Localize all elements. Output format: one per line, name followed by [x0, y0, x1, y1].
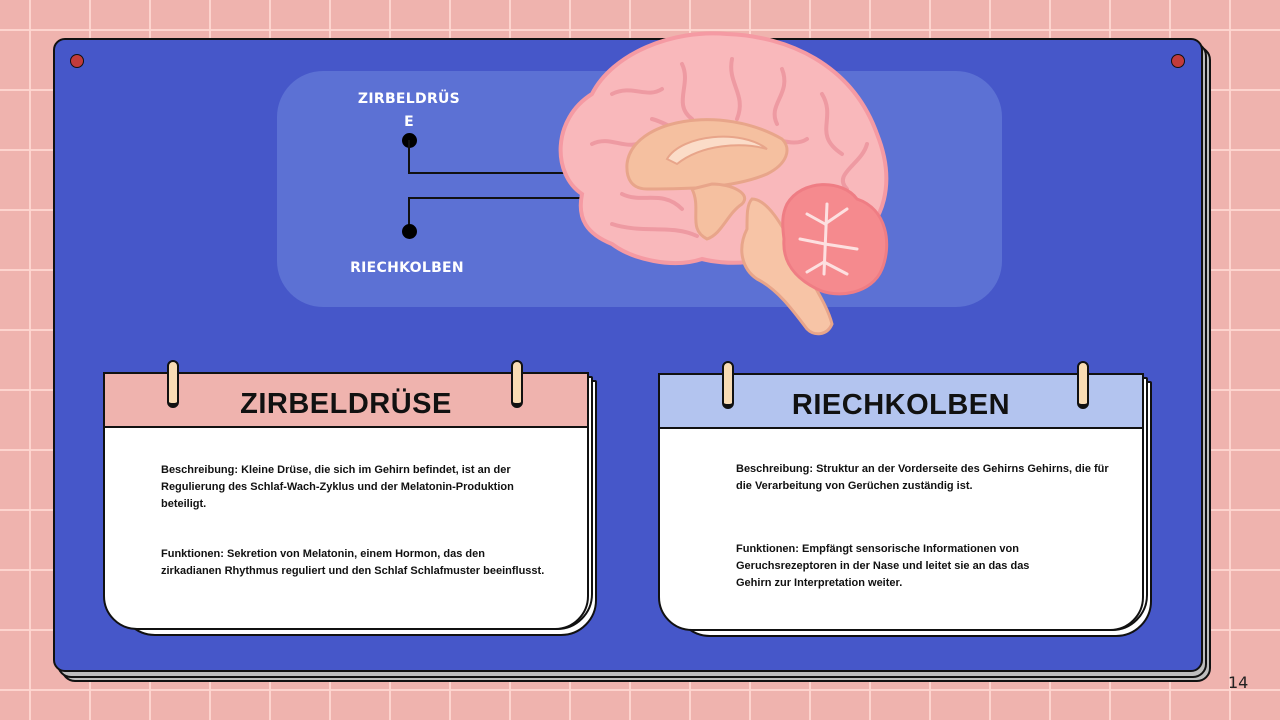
card-functions: Funktionen: Empfängt sensorische Informa…: [736, 543, 1030, 589]
brain-icon: [558, 31, 889, 336]
card-front: ZIRBELDRÜSE Beschreibung: Kleine Drüse, …: [103, 372, 589, 630]
label-dot: [402, 224, 417, 239]
leader-line: [408, 197, 580, 199]
leader-line: [408, 197, 410, 231]
card-title: RIECHKOLBEN: [660, 375, 1142, 429]
pin-icon: [70, 54, 84, 68]
card-olfactory-bulb: RIECHKOLBEN Beschreibung: Struktur an de…: [658, 373, 1152, 637]
binder-ring-icon: [722, 361, 734, 409]
card-description: Beschreibung: Struktur an der Vorderseit…: [736, 463, 1109, 492]
binder-ring-icon: [511, 360, 523, 408]
card-pineal-gland: ZIRBELDRÜSE Beschreibung: Kleine Drüse, …: [103, 372, 597, 636]
card-front: RIECHKOLBEN Beschreibung: Struktur an de…: [658, 373, 1144, 631]
brain-illustration: [552, 24, 892, 346]
card-description: Beschreibung: Kleine Drüse, die sich im …: [161, 464, 514, 510]
binder-ring-icon: [167, 360, 179, 408]
leader-line: [408, 140, 410, 174]
diagram-label-pineal: ZIRBELDRÜS E: [357, 91, 461, 130]
pin-icon: [1171, 54, 1185, 68]
card-title: ZIRBELDRÜSE: [105, 374, 587, 428]
card-functions: Funktionen: Sekretion von Melatonin, ein…: [161, 548, 545, 577]
diagram-label-olfactory: RIECHKOLBEN: [350, 260, 464, 276]
binder-ring-icon: [1077, 361, 1089, 409]
page-number: 14: [1228, 673, 1249, 692]
